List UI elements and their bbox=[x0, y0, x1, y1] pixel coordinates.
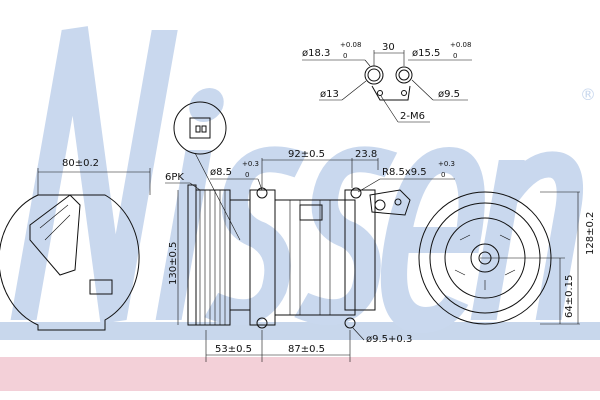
mount-hole-tol-plus: +0.3 bbox=[242, 160, 259, 168]
height-front-label: 128±0.2 bbox=[585, 212, 596, 255]
threads-label: 2-M6 bbox=[400, 111, 425, 122]
pulley-width-label: 80±0.2 bbox=[62, 158, 99, 169]
mount-span-bottom-label: 87±0.5 bbox=[288, 344, 325, 355]
front-view: 128±0.2 64±0.15 bbox=[418, 191, 596, 325]
port-right-inner-label: ø9.5 bbox=[438, 89, 460, 100]
port-right-tol-minus: 0 bbox=[453, 52, 457, 60]
half-height-label: 64±0.15 bbox=[564, 275, 575, 318]
port-left-tol-minus: 0 bbox=[343, 52, 347, 60]
nissens-watermark bbox=[10, 26, 584, 334]
slot-tol-plus: +0.3 bbox=[438, 160, 455, 168]
side-view-left: 80±0.2 bbox=[0, 158, 151, 331]
bottom-hole-label: ø9.5+0.3 bbox=[366, 334, 412, 345]
offset-top-label: 23.8 bbox=[355, 149, 377, 160]
pink-band bbox=[0, 357, 600, 391]
mount-hole-label: ø8.5 bbox=[210, 167, 232, 178]
port-left-tol-plus: +0.08 bbox=[340, 41, 361, 49]
slot-tol-minus: 0 bbox=[441, 171, 445, 179]
port-right-tol-plus: +0.08 bbox=[450, 41, 471, 49]
port-spacing-label: 30 bbox=[382, 42, 395, 53]
mount-span-top-label: 92±0.5 bbox=[288, 149, 325, 160]
height-side-label: 130±0.5 bbox=[168, 242, 179, 285]
port-left-dia-label: ø18.3 bbox=[302, 48, 330, 59]
slot-label: R8.5x9.5 bbox=[382, 167, 427, 178]
belt-label: 6PK bbox=[165, 172, 184, 183]
pulley-to-mount-label: 53±0.5 bbox=[215, 344, 252, 355]
connector-detail bbox=[173, 101, 241, 241]
mount-hole-tol-minus: 0 bbox=[245, 171, 249, 179]
blue-band bbox=[0, 322, 600, 340]
compressor-side-view: 6PK ø8.5 +0.3 0 92±0.5 23.8 R8.5x9.5 +0.… bbox=[165, 149, 455, 362]
registered-mark: ® bbox=[580, 85, 596, 104]
port-right-dia-label: ø15.5 bbox=[412, 48, 440, 59]
port-left-inner-label: ø13 bbox=[320, 89, 339, 100]
port-detail: 30 ø18.3 +0.08 0 ø15.5 +0.08 0 ø13 ø9.5 … bbox=[302, 41, 472, 123]
